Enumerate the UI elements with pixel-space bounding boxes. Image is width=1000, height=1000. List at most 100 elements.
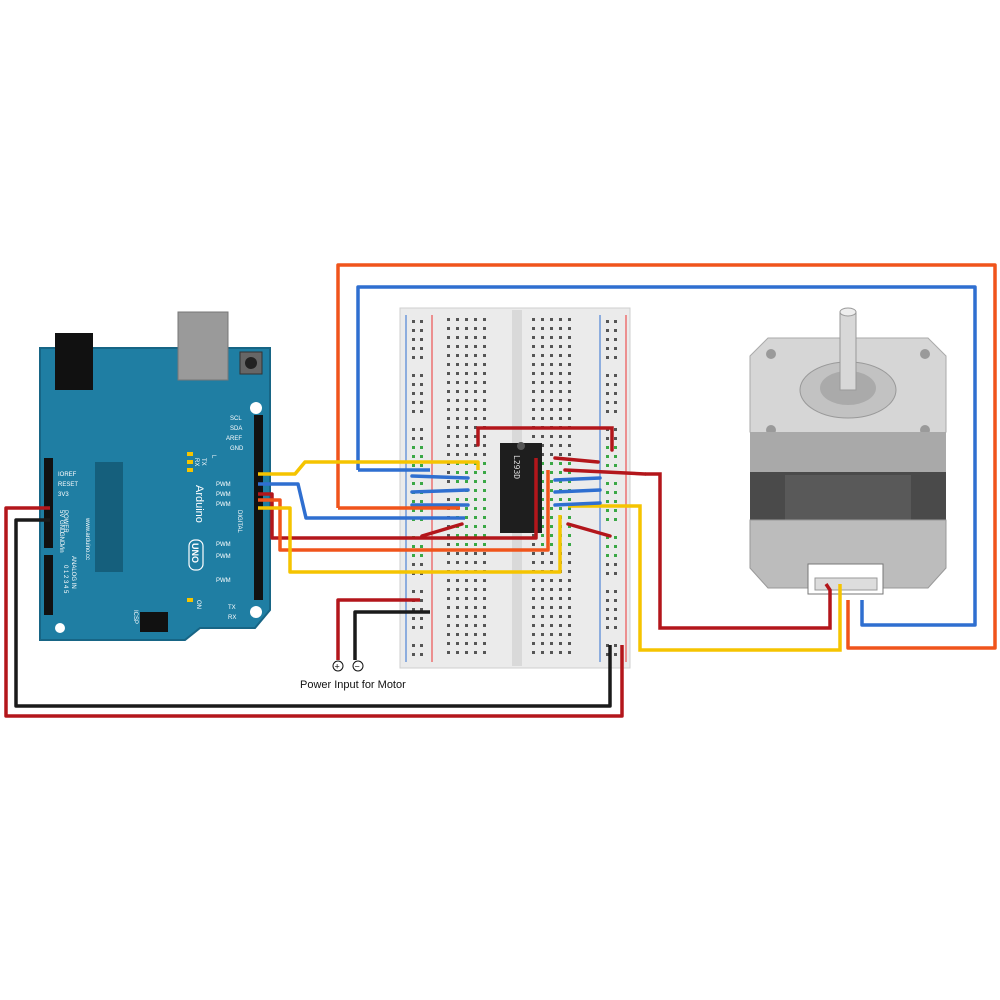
breadboard-hole	[532, 552, 535, 555]
pin-label: SDA	[230, 426, 242, 432]
breadboard-hole	[447, 615, 450, 618]
breadboard-hole	[559, 381, 562, 384]
breadboard-hole	[550, 435, 553, 438]
breadboard-hole	[541, 345, 544, 348]
breadboard-hole	[614, 401, 617, 404]
breadboard-hole	[465, 318, 468, 321]
right-pin-labels: SCL SDA AREF GND PWM PWM PWM PWM PWM PWM	[216, 416, 244, 584]
breadboard-hole	[483, 318, 486, 321]
breadboard-hole	[541, 525, 544, 528]
breadboard-hole	[483, 417, 486, 420]
breadboard-hole	[532, 597, 535, 600]
breadboard-hole	[465, 390, 468, 393]
breadboard-hole	[532, 606, 535, 609]
breadboard-hole	[465, 516, 468, 519]
breadboard-hole	[568, 435, 571, 438]
power-wires	[4, 506, 624, 718]
breadboard-hole	[465, 552, 468, 555]
breadboard-hole	[483, 633, 486, 636]
breadboard-hole	[532, 633, 535, 636]
breadboard-hole	[412, 590, 415, 593]
breadboard-hole	[532, 543, 535, 546]
breadboard-hole	[420, 464, 423, 467]
breadboard-hole	[456, 561, 459, 564]
pin-label: IOREF	[58, 472, 77, 478]
breadboard-hole	[614, 446, 617, 449]
breadboard-hole	[606, 410, 609, 413]
breadboard-hole	[568, 408, 571, 411]
breadboard-hole	[474, 345, 477, 348]
breadboard-hole	[474, 399, 477, 402]
breadboard-hole	[606, 401, 609, 404]
breadboard-hole	[474, 354, 477, 357]
breadboard-hole	[541, 498, 544, 501]
breadboard-hole	[559, 498, 562, 501]
power-label: POWER	[62, 510, 68, 533]
wire-red-motor	[645, 472, 832, 630]
arduino-model: UNO	[190, 543, 200, 563]
breadboard-hole	[412, 428, 415, 431]
breadboard-hole	[532, 408, 535, 411]
breadboard-hole	[420, 428, 423, 431]
breadboard-hole	[568, 471, 571, 474]
breadboard-hole	[465, 534, 468, 537]
breadboard-hole	[483, 372, 486, 375]
breadboard-hole	[412, 338, 415, 341]
breadboard-hole	[550, 327, 553, 330]
breadboard-hole	[483, 525, 486, 528]
breadboard-hole	[447, 363, 450, 366]
breadboard-hole	[559, 408, 562, 411]
breadboard-hole	[606, 455, 609, 458]
breadboard-hole	[447, 453, 450, 456]
minus-sign: −	[355, 662, 360, 672]
breadboard-hole	[614, 320, 617, 323]
breadboard-hole	[456, 318, 459, 321]
breadboard-hole	[483, 363, 486, 366]
breadboard-hole	[474, 651, 477, 654]
breadboard-hole	[474, 516, 477, 519]
breadboard-hole	[412, 410, 415, 413]
breadboard-hole	[614, 347, 617, 350]
breadboard-hole	[606, 509, 609, 512]
breadboard-hole	[483, 597, 486, 600]
breadboard-hole	[465, 471, 468, 474]
breadboard-hole	[606, 338, 609, 341]
breadboard-hole	[568, 498, 571, 501]
breadboard-hole	[474, 480, 477, 483]
led-tx	[187, 460, 193, 464]
breadboard-hole	[412, 383, 415, 386]
breadboard-hole	[614, 374, 617, 377]
breadboard-hole	[483, 552, 486, 555]
breadboard-hole	[559, 390, 562, 393]
breadboard-hole	[474, 543, 477, 546]
breadboard-hole	[559, 606, 562, 609]
breadboard-hole	[606, 446, 609, 449]
breadboard-hole	[447, 471, 450, 474]
breadboard-hole	[456, 642, 459, 645]
breadboard-hole	[447, 588, 450, 591]
breadboard-hole	[541, 462, 544, 465]
breadboard-hole	[474, 561, 477, 564]
breadboard-hole	[532, 363, 535, 366]
jumper-blue	[553, 488, 602, 494]
breadboard-hole	[412, 563, 415, 566]
breadboard-hole	[614, 572, 617, 575]
breadboard-hole	[532, 336, 535, 339]
breadboard-hole	[447, 606, 450, 609]
breadboard-hole	[541, 606, 544, 609]
breadboard-hole	[456, 543, 459, 546]
breadboard-hole	[559, 651, 562, 654]
pwm-label: PWM	[216, 482, 231, 488]
breadboard-hole	[420, 617, 423, 620]
wire-red-signal	[258, 458, 538, 540]
breadboard-hole	[568, 525, 571, 528]
breadboard-hole	[483, 336, 486, 339]
breadboard-hole	[420, 500, 423, 503]
breadboard-hole	[483, 381, 486, 384]
breadboard-jumpers	[410, 426, 647, 538]
breadboard-hole	[447, 345, 450, 348]
breadboard-hole	[541, 552, 544, 555]
wire-blue-loop	[356, 285, 977, 627]
breadboard-hole	[550, 390, 553, 393]
breadboard-hole	[559, 318, 562, 321]
